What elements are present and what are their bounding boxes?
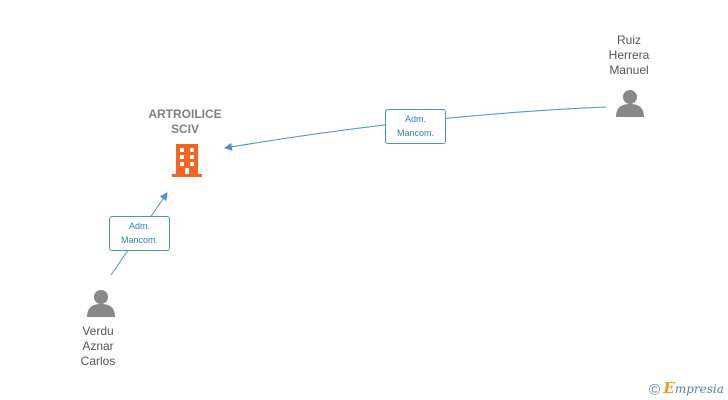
edge-label-line1: Adm. xyxy=(128,221,150,231)
edge-label-verdu[interactable]: Adm. Mancom. xyxy=(109,216,170,251)
company-name-line1: ARTROILICE xyxy=(148,107,222,121)
building-icon[interactable] xyxy=(171,143,203,178)
person-name-line1: Ruiz xyxy=(616,33,641,47)
person-verdu-aznar-carlos[interactable]: Verdu Aznar Carlos xyxy=(53,324,143,369)
person-name-line1: Verdu xyxy=(82,324,114,338)
copyright-icon: © xyxy=(649,381,661,399)
company-name[interactable]: ARTROILICE SCIV xyxy=(125,107,245,137)
edge-label-line2: Mancom. xyxy=(120,235,158,245)
person-name-line3: Manuel xyxy=(609,63,649,77)
edge-label-line1: Adm. xyxy=(404,114,426,124)
person-icon[interactable] xyxy=(615,88,645,118)
edge-label-line2: Mancom. xyxy=(396,128,434,138)
edge-label-ruiz[interactable]: Adm. Mancom. xyxy=(385,109,446,144)
brand-initial: E xyxy=(663,379,675,397)
brand-name: mpresia xyxy=(674,382,724,396)
company-name-line2: SCIV xyxy=(170,122,199,136)
person-name-line2: Herrera xyxy=(608,48,650,62)
person-ruiz-herrera-manuel[interactable]: Ruiz Herrera Manuel xyxy=(584,33,674,78)
person-name-line3: Carlos xyxy=(80,354,116,368)
person-name-line2: Aznar xyxy=(82,339,114,353)
person-icon[interactable] xyxy=(86,288,116,318)
empresia-watermark: © Empresia xyxy=(649,379,724,398)
